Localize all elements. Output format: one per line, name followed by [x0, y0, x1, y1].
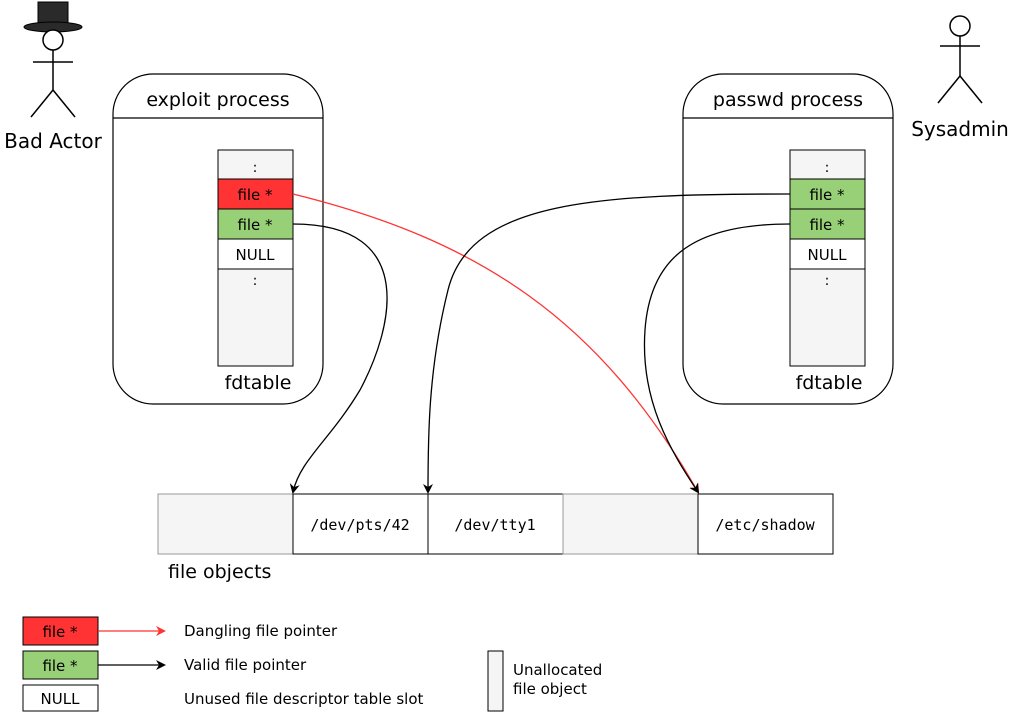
- legend-null-text: Unused file descriptor table slot: [184, 690, 424, 708]
- file-object-etc-shadow-label: /etc/shadow: [715, 516, 815, 534]
- legend: file * Dangling file pointer file * Vali…: [22, 616, 602, 712]
- exploit-fd-dangling-label: file *: [237, 186, 273, 204]
- legend-valid-box-label: file *: [42, 657, 78, 675]
- file-object-dev-pts-42-label: /dev/pts/42: [310, 516, 409, 534]
- passwd-fd-ellipsis-bottom: :: [825, 273, 830, 289]
- exploit-fd-valid-label: file *: [237, 216, 273, 234]
- file-object-dev-tty1-label: /dev/tty1: [454, 516, 535, 534]
- exploit-fd-null-label: NULL: [236, 246, 276, 264]
- file-object-dev-pts-42: [292, 493, 429, 555]
- passwd-process-title: passwd process: [713, 89, 863, 111]
- passwd-fd-null-label: NULL: [808, 246, 848, 264]
- sysadmin-label: Sysadmin: [911, 117, 1009, 141]
- legend-null-swatch: [22, 684, 99, 712]
- exploit-fd-ellipsis-top: :: [253, 160, 258, 176]
- passwd-fdtable-label: fdtable: [796, 372, 863, 394]
- arrow-exploit-dangling-to-shadow: [292, 193, 699, 494]
- legend-dangling-swatch: [22, 616, 99, 646]
- file-object-dev-tty1: [427, 493, 564, 555]
- passwd-fd-ellipsis-top: :: [825, 160, 830, 176]
- exploit-fd-null-slot: [217, 238, 294, 270]
- exploit-fd-ellipsis-bottom: :: [253, 273, 258, 289]
- file-object-etc-shadow: [697, 493, 834, 555]
- exploit-fdtable-label: fdtable: [225, 372, 292, 394]
- exploit-process-box: exploit process : file * file * NULL : f…: [112, 73, 324, 405]
- legend-dangling-text: Dangling file pointer: [184, 622, 338, 640]
- file-objects-label: file objects: [168, 561, 271, 583]
- legend-dangling-box-label: file *: [42, 623, 78, 641]
- exploit-fd-dangling-slot: [217, 178, 294, 210]
- legend-unallocated-text-2: file object: [513, 680, 587, 698]
- legend-valid-text: Valid file pointer: [184, 656, 307, 674]
- passwd-fd-null-slot: [789, 238, 866, 270]
- legend-null-box-label: NULL: [41, 690, 81, 708]
- arrow-passwd-valid-to-shadow: [643, 223, 791, 494]
- bad-actor-label: Bad Actor: [4, 129, 102, 153]
- bad-actor-icon: [23, 1, 83, 118]
- file-object-unallocated-2: [562, 493, 699, 555]
- exploit-process-title: exploit process: [146, 89, 289, 111]
- arrow-exploit-valid-to-pts42: [289, 223, 388, 494]
- arrow-passwd-valid-to-tty1: [423, 193, 791, 494]
- passwd-process-box: passwd process : file * file * NULL : fd…: [682, 73, 894, 405]
- file-objects-row: /dev/pts/42 /dev/tty1 /etc/shadow file o…: [157, 493, 834, 583]
- sysadmin-icon: [937, 15, 983, 104]
- passwd-fd-valid-label-2: file *: [809, 216, 845, 234]
- legend-unallocated-swatch: [487, 650, 504, 712]
- passwd-fd-valid-label-1: file *: [809, 186, 845, 204]
- file-object-unallocated-1: [157, 493, 294, 555]
- legend-unallocated-text-1: Unallocated: [513, 661, 602, 679]
